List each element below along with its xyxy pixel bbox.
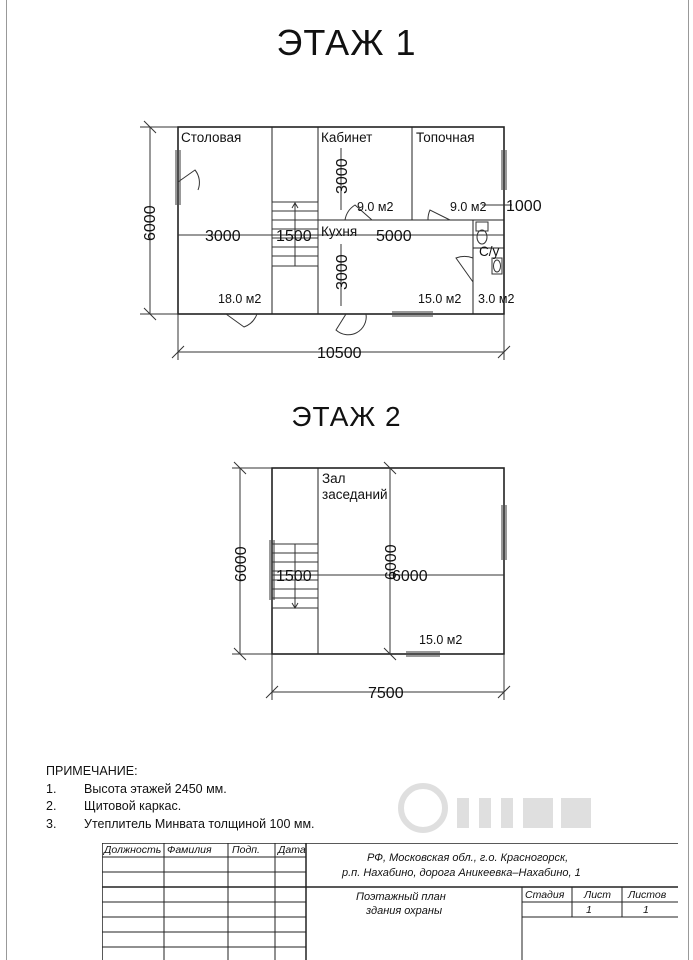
stamp-sheet-value: 1 xyxy=(586,904,592,916)
dim-floor2-stair-width: 1500 xyxy=(276,568,312,585)
note-text: Щитовой каркас. xyxy=(84,799,182,813)
stamp-header-position: Должность xyxy=(104,844,162,856)
stamp-address-line2: р.п. Нахабино, дорога Аникеевка–Нахабино… xyxy=(342,867,581,879)
stamp-grid xyxy=(102,843,678,960)
stamp-sheet-label: Лист xyxy=(584,889,612,901)
dim-floor1-total-width: 10500 xyxy=(317,345,362,362)
note-number: 3. xyxy=(46,816,57,831)
area-wc: 3.0 м2 xyxy=(478,292,514,306)
area-furnace: 9.0 м2 xyxy=(450,200,486,214)
room-label-wc: С/у xyxy=(479,244,500,259)
area-study: 9.0 м2 xyxy=(357,200,393,214)
stamp-doc-line1: Поэтажный план xyxy=(356,891,446,903)
note-item: 1. Высота этажей 2450 мм. xyxy=(46,781,315,799)
area-hall: 15.0 м2 xyxy=(419,633,462,647)
floor1-dimension-lines xyxy=(140,120,512,360)
room-label-hall-line1: Зал xyxy=(322,471,346,486)
notes-heading: ПРИМЕЧАНИЕ: xyxy=(46,764,138,778)
note-number: 2. xyxy=(46,799,57,813)
note-text: Высота этажей 2450 мм. xyxy=(84,781,227,796)
floor2-dimension-lines xyxy=(232,461,511,700)
dim-floor1-wc-width: 1000 xyxy=(506,198,542,215)
stamp-header-surname: Фамилия xyxy=(167,844,212,856)
dim-floor2-total-height: 6000 xyxy=(233,546,250,582)
stamp-header-signature: Подп. xyxy=(232,844,260,856)
note-number: 1. xyxy=(46,781,57,796)
floor1-stairs xyxy=(271,201,319,267)
area-kitchen: 15.0 м2 xyxy=(418,292,461,306)
dim-floor1-study-height: 3000 xyxy=(334,158,351,194)
notes-section: ПРИМЕЧАНИЕ: 1. Высота этажей 2450 мм. 2.… xyxy=(46,763,315,833)
stamp-sheets-value: 1 xyxy=(643,904,649,916)
note-item: 2. Щитовой каркас. xyxy=(46,798,315,816)
floor1-doors xyxy=(177,169,474,336)
dim-floor1-kitchen-width: 5000 xyxy=(376,228,412,245)
room-label-hall-line2: заседаний xyxy=(322,487,388,502)
stamp-stage-label: Стадия xyxy=(525,889,565,901)
floor1-sink-fixture xyxy=(491,257,503,275)
area-dining: 18.0 м2 xyxy=(218,292,261,306)
stamp-header-date: Дата xyxy=(278,844,306,856)
frame-right-border xyxy=(688,0,689,960)
floor1-toilet-fixture xyxy=(475,221,489,245)
watermark-logo-icon xyxy=(398,783,591,833)
dim-floor1-total-height: 6000 xyxy=(142,205,159,241)
floor2-windows xyxy=(269,505,507,657)
room-label-dining: Столовая xyxy=(181,130,241,145)
floor2-stairs xyxy=(271,543,319,609)
floor1-title: ЭТАЖ 1 xyxy=(276,22,417,63)
room-label-study: Кабинет xyxy=(321,130,372,145)
room-label-kitchen: Кухня xyxy=(321,224,357,239)
dim-floor2-total-width: 7500 xyxy=(368,685,404,702)
stamp-address-line1: РФ, Московская обл., г.о. Красногорск, xyxy=(367,852,569,864)
stamp-sheets-label: Листов xyxy=(628,889,667,901)
room-label-furnace: Топочная xyxy=(416,130,475,145)
note-text: Утеплитель Минвата толщиной 100 мм. xyxy=(84,816,315,831)
title-block-stamp: Должность Фамилия Подп. Дата РФ, Московс… xyxy=(102,843,678,960)
frame-left-border xyxy=(6,0,7,960)
dim-floor1-kitchen-height: 3000 xyxy=(334,254,351,290)
note-item: 3. Утеплитель Минвата толщиной 100 мм. xyxy=(46,816,315,834)
dim-floor1-dining-width: 3000 xyxy=(205,228,241,245)
dim-floor2-hall-height: 6000 xyxy=(383,544,400,580)
stamp-doc-line2: здания охраны xyxy=(366,905,443,917)
floor2-title: ЭТАЖ 2 xyxy=(291,401,402,432)
dim-floor1-stair-width: 1500 xyxy=(276,228,312,245)
floor1-windows xyxy=(175,150,507,317)
dim-floor2-hall-width: 6000 xyxy=(392,568,428,585)
